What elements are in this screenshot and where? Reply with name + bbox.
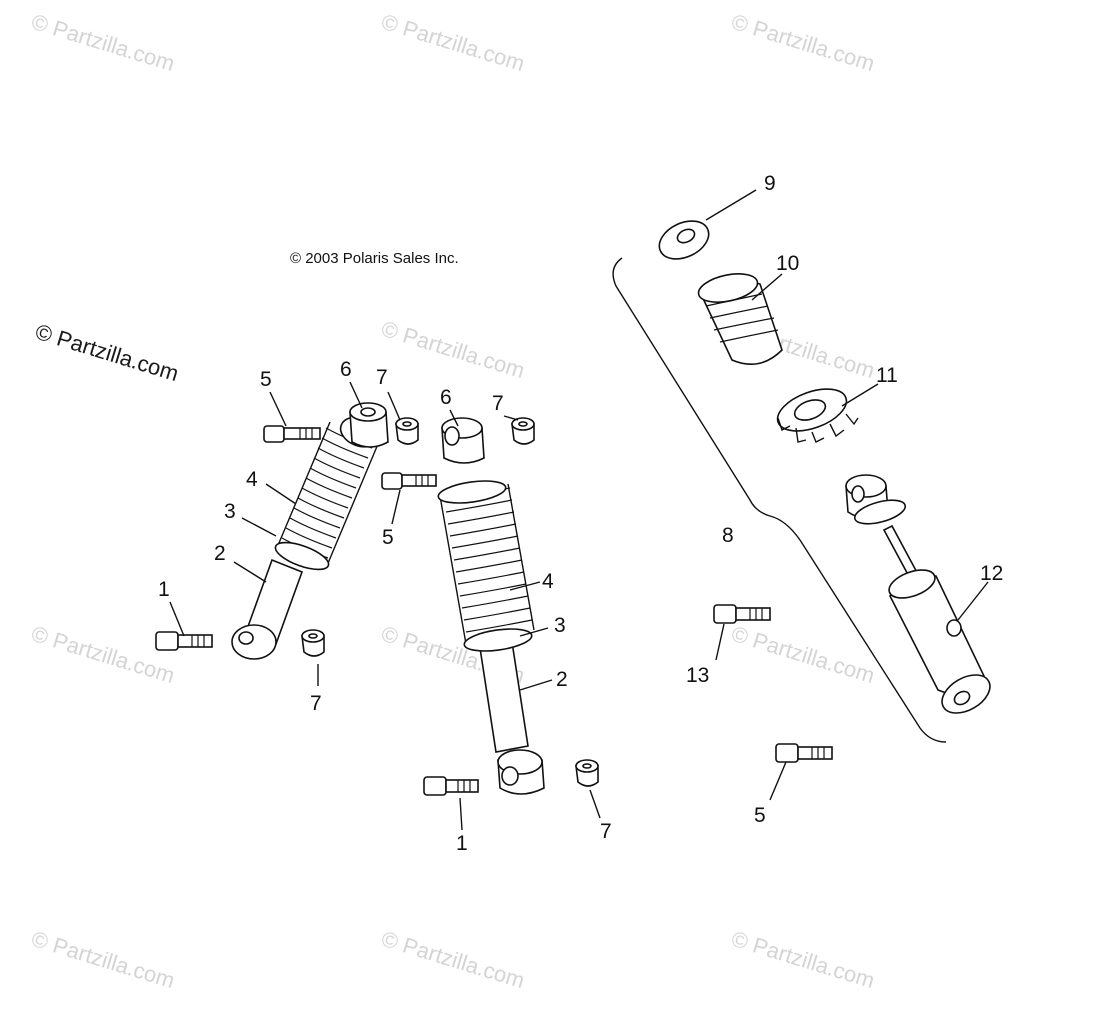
callout-label: 1 (158, 578, 170, 601)
nut-icon (511, 417, 535, 445)
callout-label: 12 (980, 562, 1003, 585)
spring-seat-icon (776, 388, 859, 443)
watermark: © Partzilla.com (379, 926, 528, 993)
bolt-icon (775, 743, 833, 763)
shock-absorber-middle (437, 417, 545, 795)
callout-label: 2 (214, 542, 226, 565)
callout-label: 7 (376, 366, 388, 389)
nut-icon (575, 759, 599, 787)
bolt-icon (263, 425, 321, 443)
callout-label: 1 (456, 832, 468, 855)
bump-stop-icon (697, 273, 783, 366)
nut-icon (301, 629, 325, 657)
callout-labels: 1 2 3 4 5 6 7 7 6 7 5 4 3 2 1 7 9 10 11 … (158, 172, 1003, 855)
callout-label: 9 (764, 172, 776, 195)
watermark: © Partzilla.com (29, 9, 178, 76)
callout-label: 5 (754, 804, 766, 827)
callout-label: 13 (686, 664, 709, 687)
watermark: © Partzilla.com (379, 9, 528, 76)
watermark: © Partzilla.com (729, 926, 878, 993)
watermark: © Partzilla.com (29, 621, 178, 688)
callout-label: 7 (310, 692, 322, 715)
callout-label: 5 (260, 368, 272, 391)
watermark: © Partzilla.com (29, 926, 178, 993)
leader-lines (169, 189, 989, 831)
callout-label: 11 (876, 364, 898, 387)
callout-label: 6 (340, 358, 352, 381)
nut-icon (395, 417, 419, 445)
bolt-icon (155, 631, 213, 651)
bolt-parts (155, 425, 833, 796)
callout-label: 4 (246, 468, 258, 491)
nut-parts (301, 417, 599, 787)
copyright-text: © 2003 Polaris Sales Inc. (290, 250, 459, 267)
retainer-icon (658, 220, 710, 260)
callout-label: 4 (542, 570, 554, 593)
callout-label: 8 (722, 524, 734, 547)
callout-label: 2 (556, 668, 568, 691)
callout-label: 3 (224, 500, 236, 523)
callout-label: 7 (600, 820, 612, 843)
callout-label: 5 (382, 526, 394, 549)
callout-label: 10 (776, 252, 799, 275)
watermark: © Partzilla.com (729, 621, 878, 688)
callout-label: 6 (440, 386, 452, 409)
callout-label: 7 (492, 392, 504, 415)
bolt-icon (713, 604, 771, 624)
damper-icon (845, 474, 991, 714)
bolt-icon (423, 776, 479, 796)
watermark-dark: © Partzilla.com (33, 319, 182, 386)
callout-label: 3 (554, 614, 566, 637)
watermark: © Partzilla.com (729, 9, 878, 76)
bolt-icon (381, 472, 437, 490)
watermark: © Partzilla.com (379, 316, 528, 383)
shock-assembly-exploded (612, 220, 991, 743)
shock-absorber-left (231, 402, 389, 660)
